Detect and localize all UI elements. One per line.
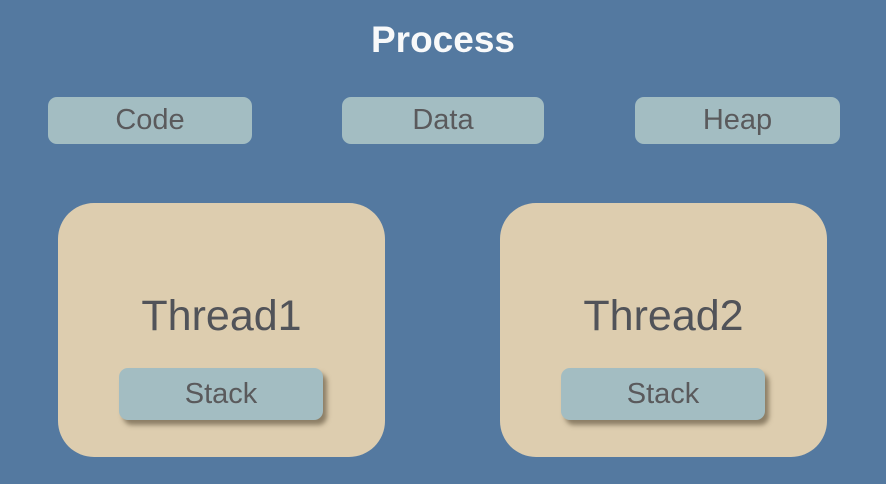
heap-box: Heap [635, 97, 840, 144]
thread1-stack-box: Stack [119, 368, 323, 420]
thread2-stack-box: Stack [561, 368, 765, 420]
thread2-stack-label: Stack [626, 377, 700, 410]
thread1-stack-label: Stack [184, 377, 258, 410]
diagram-title: Process [371, 19, 515, 60]
thread1-label: Thread1 [141, 292, 302, 340]
code-box: Code [48, 97, 252, 144]
heap-box-label: Heap [702, 104, 773, 136]
thread2-label: Thread2 [583, 292, 744, 340]
thread2-box: Thread2 Stack [500, 203, 827, 457]
data-box-label: Data [412, 104, 474, 136]
code-box-label: Code [115, 104, 185, 136]
data-box: Data [342, 97, 544, 144]
thread1-box: Thread1 Stack [58, 203, 385, 457]
